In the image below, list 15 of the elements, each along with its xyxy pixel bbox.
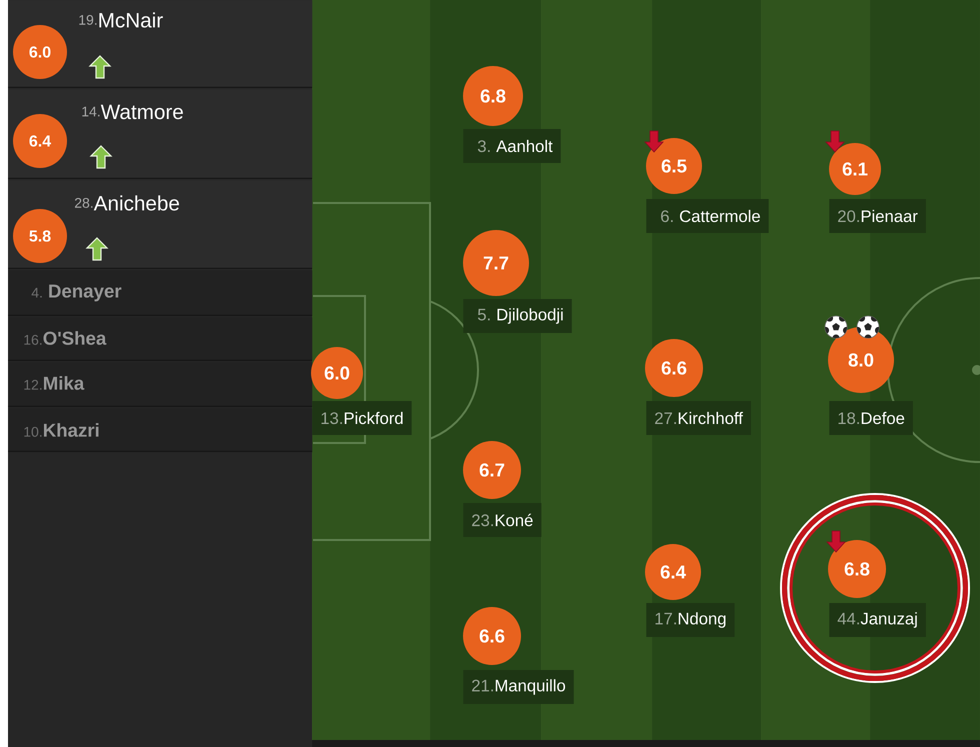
name-label: 18. Defoe xyxy=(829,401,913,435)
player-row: 12.Mika xyxy=(8,362,312,408)
player-row: 16.O'Shea xyxy=(8,317,312,362)
name-label: 27. Kirchhoff xyxy=(646,401,751,435)
name-label: 6. Cattermole xyxy=(646,199,769,233)
name-label: 5. Djilobodji xyxy=(463,299,572,333)
player-row: 4. Denayer xyxy=(8,270,312,316)
name-label: 20. Pienaar xyxy=(829,199,926,233)
player-row: 10.Khazri xyxy=(8,408,312,452)
name-label: 17. Ndong xyxy=(646,603,735,637)
name-label: 3. Aanholt xyxy=(463,129,561,163)
name-label: 13. Pickford xyxy=(312,401,412,435)
name-label: 23. Koné xyxy=(463,503,542,537)
name-label: 21. Manquillo xyxy=(463,670,574,704)
name-label: 44.Januzaj xyxy=(829,603,926,637)
